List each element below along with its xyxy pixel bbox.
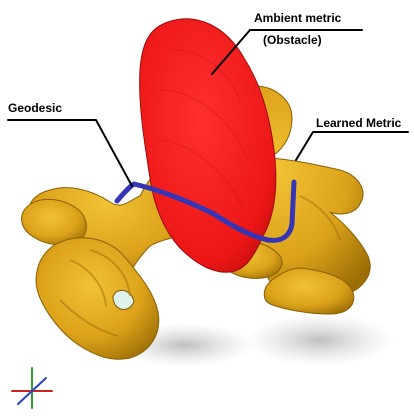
label-ambient-metric: Ambient metric — [254, 11, 342, 25]
leader-line-geodesic — [8, 120, 132, 186]
label-geodesic: Geodesic — [8, 101, 62, 115]
xyz-axes-icon — [12, 368, 52, 408]
label-learned-metric: Learned Metric — [316, 116, 402, 130]
leader-line-learned — [296, 132, 408, 160]
label-obstacle: (Obstacle) — [263, 33, 322, 47]
